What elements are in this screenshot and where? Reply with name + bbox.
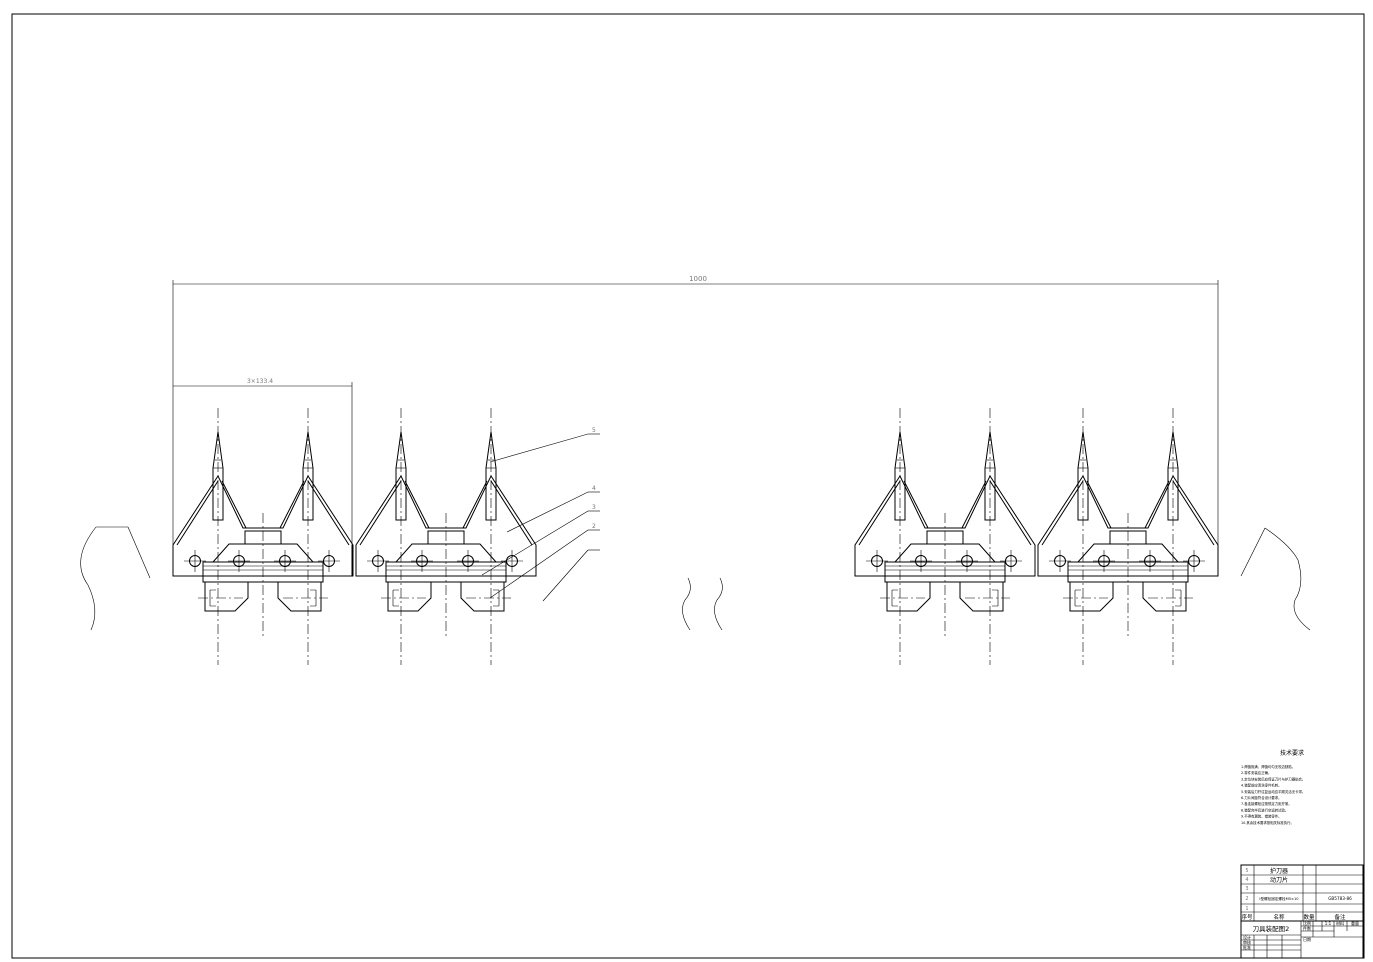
balloon-4: 4 [592,485,596,492]
cutter-module [854,408,1036,665]
material-label: 材料 [1336,920,1344,926]
cutter-module [1037,408,1219,665]
cutter-module [172,408,354,665]
break-lines [80,526,1311,631]
approver-label: 批准 [1243,944,1251,950]
tech-req-line: 4.装配前应清洗零件毛刺。 [1241,783,1282,788]
tech-req-line: 8.装配完毕后进行空运转试验。 [1241,807,1288,812]
tech-req-line: 5.安装后刀杆往复运动应平顺灵活无卡滞。 [1241,789,1305,794]
cutter-modules [172,408,1219,665]
part-2-name: I型螺栓固定螺栓M5×10 [1259,896,1299,901]
part-5-name: 护刀器 [1270,867,1288,875]
tech-req-line: 10.其余技术要求按相关标准执行。 [1241,820,1294,825]
designer-label: 设计 [1243,934,1251,940]
overall-dimension-text: 1000 [689,275,707,283]
weight-label: 重量 [1351,920,1359,926]
tech-req-line: 9.不得有漏装、错装零件。 [1241,814,1282,819]
overall-dimension: 1000 [172,275,1219,576]
balloon-2: 2 [592,523,596,530]
tech-req-line: 2.零件安装应正确。 [1241,770,1271,775]
technical-requirements: 技术要求 1.焊缝饱满，焊缝均匀无咬边缺陷。2.零件安装应正确。3.定位块安装后… [1241,749,1305,825]
header-qty: 数量 [1303,913,1315,921]
tech-req-line: 6.刀片间距符合设计要求。 [1241,795,1282,800]
sheet-ratio: 1:1 [1325,921,1332,926]
tech-req-line: 7.各连接螺栓应按规定力矩拧紧。 [1241,801,1292,806]
module-dimension: 3×133.4 [173,378,353,576]
header-remark: 备注 [1334,913,1346,921]
tech-req-line: 3.定位块安装后应保证刀片与护刀器贴合。 [1241,776,1305,781]
title-block: 5 护刀器 4 动刀片 3 2 I型螺栓固定螺栓M5×10 GB5783-86 … [1240,864,1364,959]
part-1-seq: 1 [1245,906,1248,912]
checker-label: 审核 [1243,939,1251,945]
ratio-label: 比例 [1303,920,1311,926]
date-label: 日期 [1303,936,1311,942]
header-name: 名称 [1273,913,1285,921]
part-2-remark: GB5783-86 [1328,896,1352,901]
sheet-border [11,13,1365,959]
tech-req-line: 1.焊缝饱满，焊缝均匀无咬边缺陷。 [1241,764,1295,769]
part-5-seq: 5 [1245,868,1248,874]
tech-req-title: 技术要求 [1280,749,1304,757]
part-3-seq: 3 [1245,886,1248,892]
balloon-5: 5 [592,427,596,434]
part-4-name: 动刀片 [1270,876,1288,884]
drawing-title: 刀具装配图2 [1253,924,1290,933]
cutter-module [355,408,537,665]
leader-lines: 5 4 3 2 [481,427,600,602]
part-4-seq: 4 [1245,877,1248,883]
module-dimension-text: 3×133.4 [247,378,273,385]
balloon-3: 3 [592,504,596,511]
qty-label: 件数 [1303,925,1311,931]
part-2-seq: 2 [1245,896,1248,902]
header-seq: 序号 [1241,913,1253,921]
